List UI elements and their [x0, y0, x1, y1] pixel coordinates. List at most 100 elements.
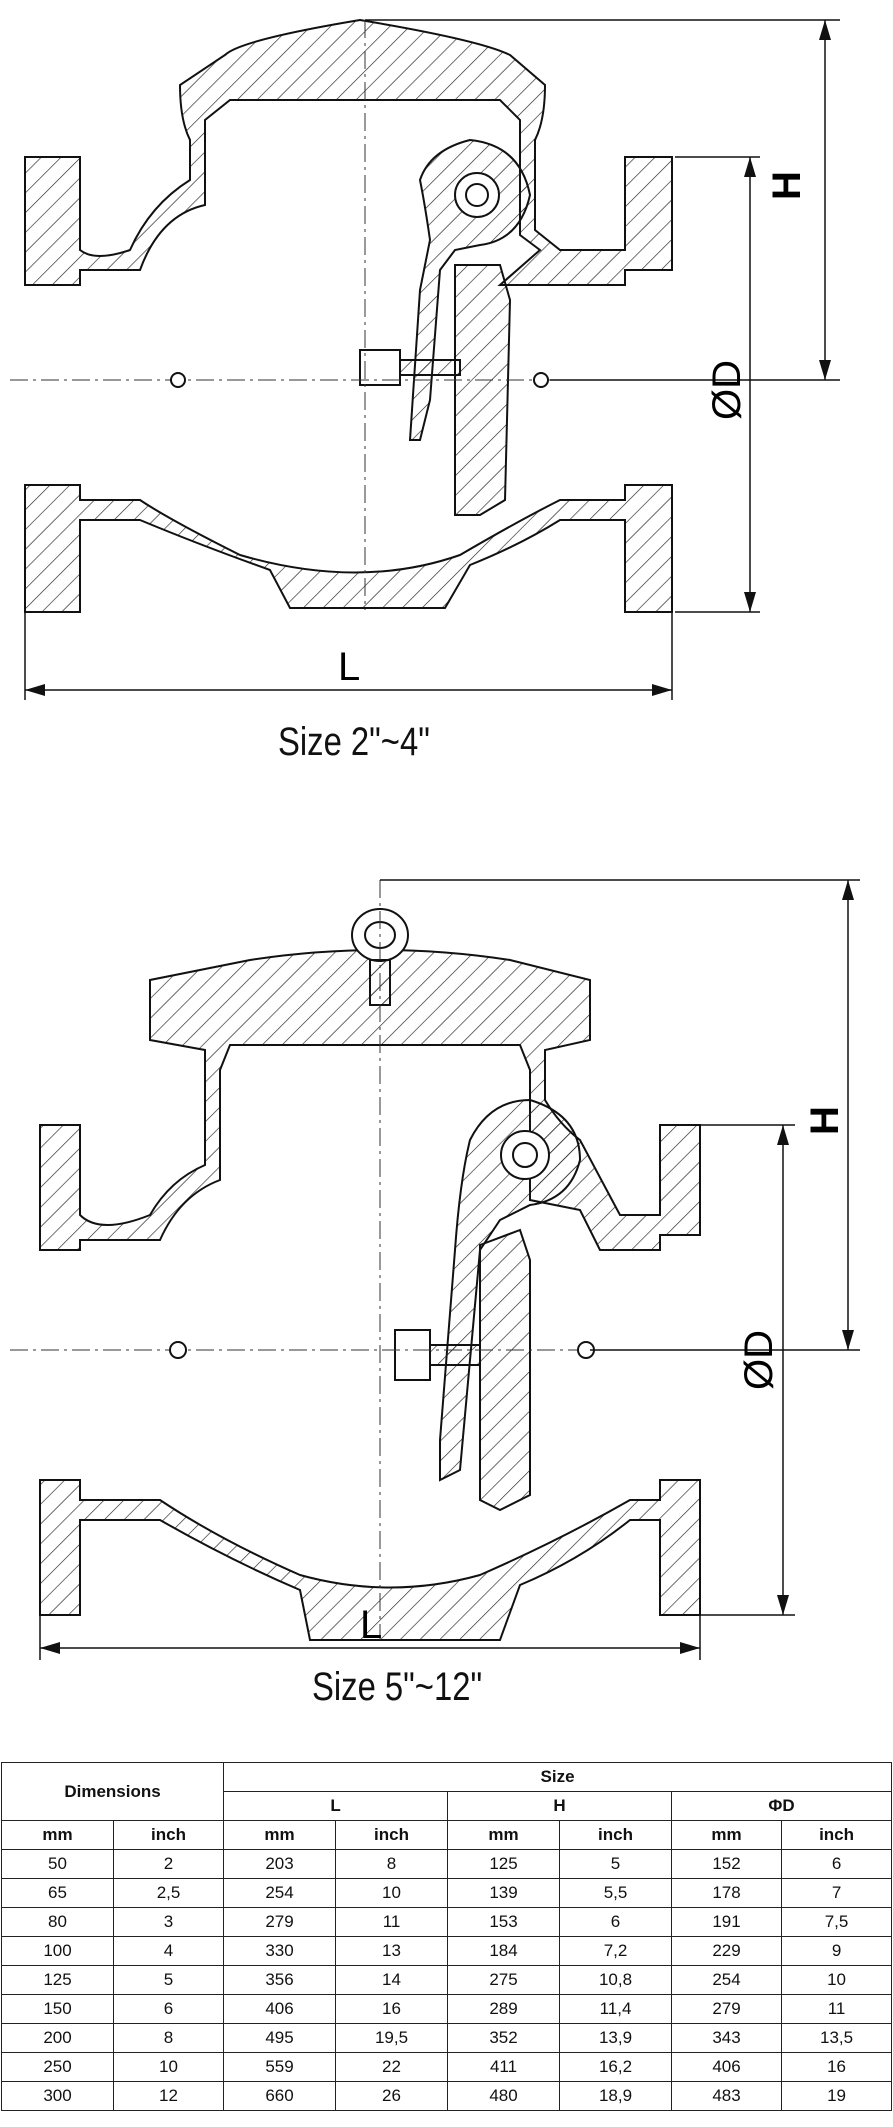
table-cell: 8	[335, 1849, 449, 1879]
table-cell: 10	[781, 1965, 893, 1995]
table-cell: 5,5	[559, 1878, 673, 1908]
table-cell: 11	[335, 1907, 449, 1937]
header-size: Size	[223, 1762, 893, 1792]
table-cell: 406	[671, 2052, 783, 2082]
table-cell: 13,5	[781, 2023, 893, 2053]
table-cell: 16,2	[559, 2052, 673, 2082]
table-cell: 10,8	[559, 1965, 673, 1995]
table-cell: 7,2	[559, 1936, 673, 1966]
table-cell: 10	[112, 2052, 225, 2082]
table-cell: 411	[447, 2052, 561, 2082]
table-cell: 22	[335, 2052, 449, 2082]
lower-body-large	[39, 1479, 701, 1641]
table-cell: 483	[671, 2081, 783, 2111]
table-cell: 289	[447, 1994, 561, 2024]
table-cell: 184	[447, 1936, 561, 1966]
table-cell: 5	[559, 1849, 673, 1879]
table-cell: 300	[1, 2081, 114, 2111]
table-cell: 660	[223, 2081, 337, 2111]
header-dimensions: Dimensions	[0, 1762, 225, 1821]
hinge-arm	[408, 138, 532, 441]
table-cell: 495	[223, 2023, 337, 2053]
table-cell: 406	[223, 1994, 337, 2024]
table-cell: 5	[112, 1965, 225, 1995]
table-cell: 356	[223, 1965, 337, 1995]
table-cell: 10	[335, 1878, 449, 1908]
unit-inch: inch	[335, 1820, 449, 1850]
dimension-label-h-large: H	[803, 1106, 847, 1135]
table-cell: 16	[781, 2052, 893, 2082]
table-cell: 139	[447, 1878, 561, 1908]
lower-body	[24, 484, 673, 613]
table-cell: 7,5	[781, 1907, 893, 1937]
table-cell: 26	[335, 2081, 449, 2111]
table-cell: 6	[781, 1849, 893, 1879]
table-units-row: mm inch mm inch mm inch mm inch	[1, 1820, 893, 1850]
table-cell: 2	[112, 1849, 225, 1879]
table-cell: 330	[223, 1936, 337, 1966]
header-l: L	[223, 1791, 449, 1821]
dimension-label-l: L	[338, 645, 360, 689]
table-cell: 13,9	[559, 2023, 673, 2053]
table-header-row-1: Dimensions Size	[0, 1762, 893, 1821]
table-cell: 50	[1, 1849, 114, 1879]
disc-nut-large	[394, 1329, 431, 1381]
valve-drawing-small: H ØD L	[10, 18, 840, 700]
unit-mm: mm	[671, 1820, 783, 1850]
table-cell: 254	[223, 1878, 337, 1908]
unit-inch: inch	[559, 1820, 673, 1850]
header-h: H	[447, 1791, 673, 1821]
dimension-label-d-large: ØD	[737, 1330, 781, 1390]
table-cell: 125	[447, 1849, 561, 1879]
table-cell: 16	[335, 1994, 449, 2024]
table-cell: 254	[671, 1965, 783, 1995]
table-cell: 275	[447, 1965, 561, 1995]
table-cell: 80	[1, 1907, 114, 1937]
table-cell: 2,5	[112, 1878, 225, 1908]
table-cell: 8	[112, 2023, 225, 2053]
table-cell: 12	[112, 2081, 225, 2111]
unit-mm: mm	[447, 1820, 561, 1850]
table-cell: 279	[223, 1907, 337, 1937]
hinge-arm-large	[439, 1098, 582, 1482]
table-cell: 4	[112, 1936, 225, 1966]
table-cell: 19	[781, 2081, 893, 2111]
table-header-row-2: L H ΦD	[2, 1791, 893, 1821]
table-cell: 19,5	[335, 2023, 449, 2053]
table-cell: 6	[559, 1907, 673, 1937]
table-cell: 150	[1, 1994, 114, 2024]
table-cell: 152	[671, 1849, 783, 1879]
left-flange	[24, 18, 673, 286]
disc-large	[479, 1228, 531, 1512]
table-cell: 229	[671, 1936, 783, 1966]
table-cell: 65	[1, 1878, 114, 1908]
table-cell: 559	[223, 2052, 337, 2082]
unit-mm: mm	[1, 1820, 114, 1850]
header-d: ΦD	[671, 1791, 893, 1821]
table-cell: 250	[1, 2052, 114, 2082]
valve-drawing-large: H ØD L	[10, 879, 860, 1660]
table-cell: 279	[671, 1994, 783, 2024]
table-cell: 18,9	[559, 2081, 673, 2111]
table-cell: 7	[781, 1878, 893, 1908]
table-cell: 352	[447, 2023, 561, 2053]
dimension-label-h: H	[765, 171, 809, 200]
table-cell: 13	[335, 1936, 449, 1966]
caption-large-size: Size 5"~12"	[312, 1665, 483, 1709]
disc	[454, 264, 512, 516]
table-cell: 153	[447, 1907, 561, 1937]
unit-inch: inch	[781, 1820, 893, 1850]
table-cell: 191	[671, 1907, 783, 1937]
disc-nut	[359, 349, 401, 386]
table-cell: 200	[1, 2023, 114, 2053]
table-cell: 3	[112, 1907, 225, 1937]
table-cell: 203	[223, 1849, 337, 1879]
unit-mm: mm	[223, 1820, 337, 1850]
